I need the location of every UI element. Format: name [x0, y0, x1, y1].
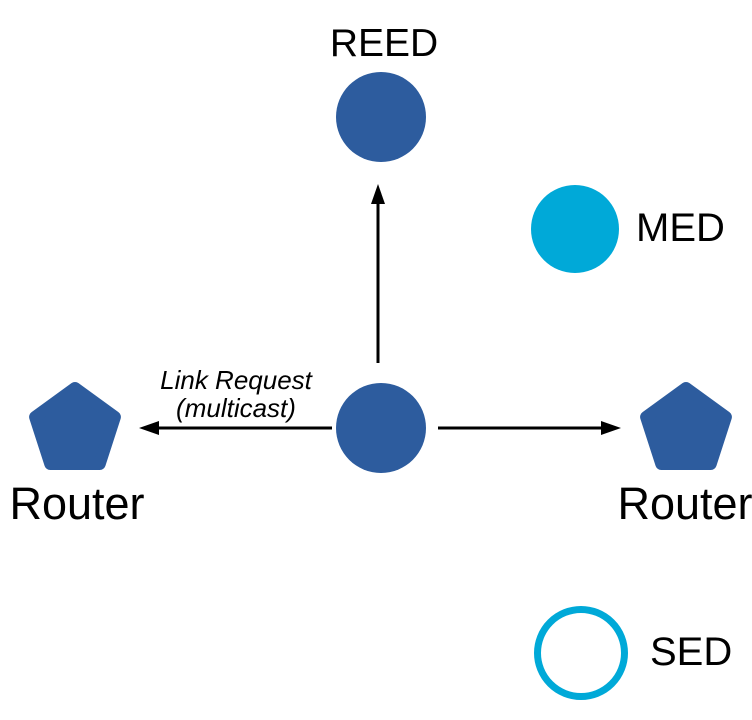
arrow-right-icon: [438, 421, 621, 435]
link-request-line2: (multicast): [176, 393, 296, 423]
sed-label: SED: [650, 630, 733, 674]
link-request-line1: Link Request: [160, 365, 312, 395]
router-left-pentagon-icon: [29, 382, 121, 470]
reed-label: REED: [329, 22, 439, 65]
router-right-pentagon-icon: [640, 382, 732, 470]
sed-node-outline-circle-icon: [534, 606, 628, 700]
med-label: MED: [636, 206, 725, 250]
center-node-circle-icon: [336, 383, 426, 473]
link-request-annotation: Link Request (multicast): [160, 366, 312, 422]
arrow-left-icon: [139, 421, 332, 435]
router-left-label: Router: [9, 478, 145, 529]
med-node-circle-icon: [531, 185, 619, 273]
router-right-label: Router: [617, 478, 752, 529]
reed-node-circle-icon: [336, 72, 426, 162]
arrow-up-icon: [371, 184, 385, 363]
